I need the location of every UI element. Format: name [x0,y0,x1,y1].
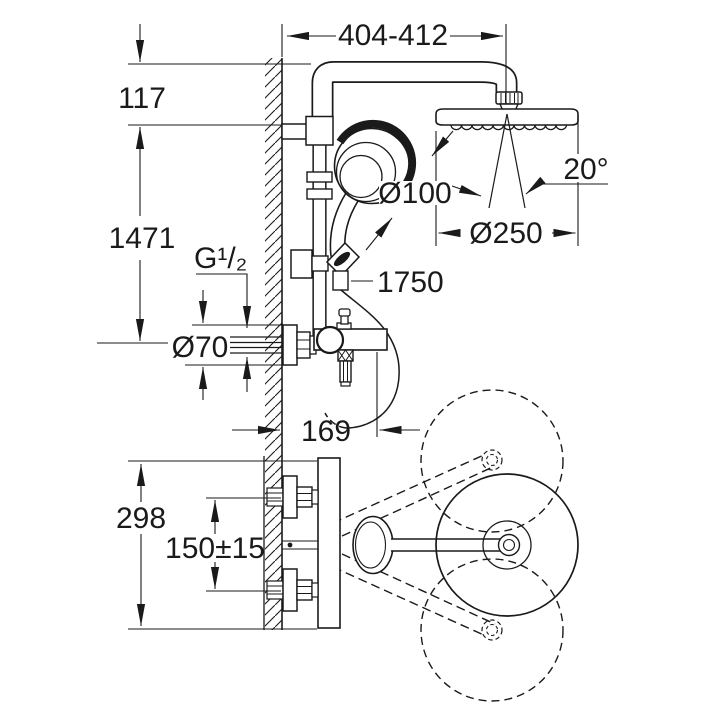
dim-valve-projection-label: 169 [301,415,351,448]
hand-shower-rim-band [336,119,417,187]
dimension-labels: 404-412 117 1471 G¹/₂ Ø100 1750 Ø70 20° … [109,19,609,565]
wall-bracket [281,123,309,140]
dim-thread-size-label: G¹/₂ [194,242,247,275]
shower-arm [311,61,518,122]
valve-body-top [317,457,341,629]
dim-escutcheon-diameter-label: Ø70 [172,331,229,364]
dim-riser-height-label: 1471 [109,222,176,255]
pipe-union-upper [306,171,333,183]
dim-hose-length-label: 1750 [377,266,444,299]
wall-hatching [265,58,282,630]
swivel-position-upper [420,389,564,533]
top-view [266,389,579,702]
tub-spout [339,360,352,383]
knob-top-view [352,515,394,575]
holder-arm [311,255,329,272]
rail-slider [290,249,313,279]
aerator [337,349,354,362]
supply-connection-upper [266,475,319,519]
temperature-knob [315,325,345,355]
diverter-knob [338,308,351,317]
head-shower-side [435,91,579,209]
spray-cone-line-right [506,113,526,209]
dim-spray-angle-label: 20° [563,153,608,186]
spray-cone-line-left [488,113,508,209]
hex-nut [296,331,311,359]
escutcheon [282,324,298,366]
dim-head-diameter-label: Ø250 [469,217,542,250]
pipe-union-lower [306,188,333,200]
hose-nipple [332,270,349,291]
dim-valve-width-label: 298 [116,502,166,535]
dim-inlet-spacing-label: 150±15 [165,532,265,565]
thermostat-valve [230,308,388,387]
shower-hose-break [324,412,347,429]
handle-butt [333,251,351,267]
dim-head-offset-label: 117 [118,82,166,115]
ball-joint-top-view [497,533,521,557]
dim-arm-projection-label: 404-412 [338,19,448,52]
head-shower-top-view [435,473,579,617]
arm-top-view [391,539,506,551]
riser-pipe [281,115,334,336]
hand-shower [290,119,417,429]
riser-collar [305,115,334,146]
center-mark [287,542,293,548]
nozzle-face [450,124,568,131]
wall [263,58,283,630]
supply-pipe [230,336,283,354]
swivel-position-lower [420,558,564,702]
shower-hose [340,289,400,429]
supply-connection-lower [266,568,319,612]
dim-hand-shower-diameter-label: Ø100 [378,177,451,210]
